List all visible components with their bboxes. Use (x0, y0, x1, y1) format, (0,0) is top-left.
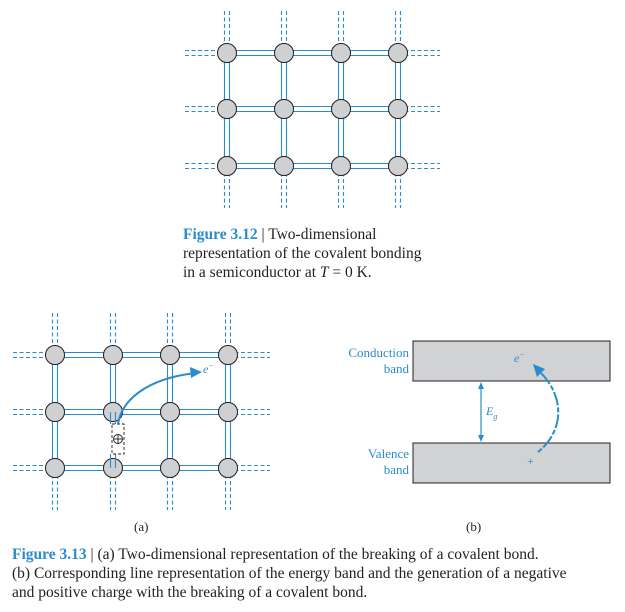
electron-arrowhead (190, 367, 202, 378)
bandgap-arrowhead-bottom (478, 435, 484, 442)
hole-symbol (113, 434, 123, 444)
atom (331, 43, 351, 63)
atom (45, 458, 65, 478)
figure-3-13-caption-line1: Figure 3.13 | (a) Two-dimensional repres… (12, 546, 539, 563)
conduction-label-2: band (384, 361, 410, 376)
atom (103, 345, 123, 365)
atom (388, 43, 408, 63)
atom (45, 402, 65, 422)
valence-band (412, 442, 611, 484)
electron-label-a: e− (203, 361, 214, 376)
atom (217, 43, 237, 63)
figure-3-12-caption-line2: representation of the covalent bonding (183, 245, 422, 262)
bandgap-arrowhead-top (478, 382, 484, 389)
bandgap-label: Eg (485, 404, 497, 421)
atom (45, 345, 65, 365)
electron-trajectory-arrow (117, 372, 197, 425)
conduction-label-1: Conduction (348, 345, 409, 360)
figure-3-12-caption-line1: Figure 3.12 | Two-dimensional (183, 226, 377, 243)
figure-3-12-caption: Figure 3.12 | Two-dimensional representa… (183, 225, 483, 282)
atom (160, 458, 180, 478)
atom (274, 156, 294, 176)
figure-3-13-caption: Figure 3.13 | (a) Two-dimensional repres… (12, 545, 617, 602)
atom (217, 99, 237, 119)
excitation-arrowhead (533, 364, 545, 377)
hole-label-b: + (527, 454, 534, 468)
atom (274, 99, 294, 119)
atom (388, 99, 408, 119)
figure-3-13-caption-line3: and positive charge with the breaking of… (12, 584, 368, 601)
atom (388, 156, 408, 176)
atom (218, 402, 238, 422)
atom (217, 156, 237, 176)
figure-3-12-caption-line3: in a semiconductor at T = 0 K. (183, 264, 372, 281)
atom (274, 43, 294, 63)
atom (103, 458, 123, 478)
valence-label-1: Valence (368, 446, 409, 461)
atom (331, 99, 351, 119)
atom (218, 345, 238, 365)
excitation-arrow (537, 369, 560, 453)
panel-b-label: (b) (466, 519, 481, 534)
panel-a-label: (a) (134, 519, 148, 534)
figure-3-13-caption-line2: (b) Corresponding line representation of… (12, 565, 567, 582)
conduction-band (412, 340, 611, 382)
atom (160, 345, 180, 365)
valence-label-2: band (384, 462, 410, 477)
atom (218, 458, 238, 478)
electron-label-b: e− (514, 350, 525, 365)
atom (331, 156, 351, 176)
atom (160, 402, 180, 422)
